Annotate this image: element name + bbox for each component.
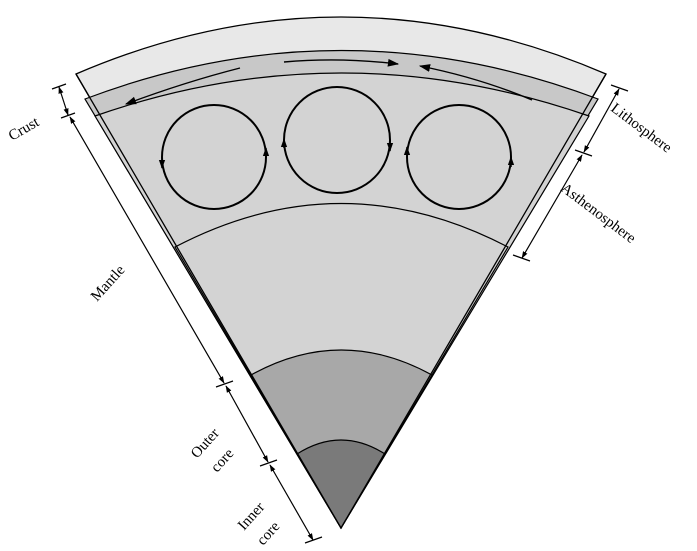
- asthenosphere-label: Asthenosphere: [558, 180, 639, 247]
- crust-label: Crust: [6, 114, 43, 145]
- tick-litho-bottom: [574, 149, 593, 157]
- lithosphere-label: Lithosphere: [608, 100, 675, 156]
- left-dimension-lines: [51, 83, 323, 544]
- outer-core-label-line2: core: [208, 446, 237, 476]
- inner-core-layer: [296, 439, 386, 530]
- plate-arrow-left: [124, 67, 241, 105]
- tick-outer-bottom: [259, 459, 278, 467]
- plate-motion-arrows: [124, 58, 533, 105]
- convection-cell-right: [403, 104, 515, 210]
- plate-arrow-middle: [283, 58, 400, 67]
- right-dimension-lines: [512, 84, 629, 262]
- outer-core-layer: [250, 349, 433, 530]
- outer-core-dim-line: [225, 385, 269, 463]
- inner-core-dim-line: [269, 464, 314, 541]
- asthenosphere-dim-line: [521, 154, 583, 259]
- lithosphere-dim-line: [583, 88, 620, 153]
- tick-mantle-bottom: [215, 380, 234, 388]
- plate-arrow-right: [418, 64, 533, 101]
- mantle-label: Mantle: [88, 262, 129, 305]
- tick-inner-bottom: [304, 536, 323, 544]
- convection-cell-middle: [280, 86, 394, 194]
- inner-core-label-line2: core: [254, 519, 283, 549]
- crust-dim-line: [58, 86, 69, 116]
- tick-astheno-bottom: [512, 254, 531, 262]
- tick-litho-top: [610, 84, 629, 92]
- mantle-dim-line: [69, 116, 225, 384]
